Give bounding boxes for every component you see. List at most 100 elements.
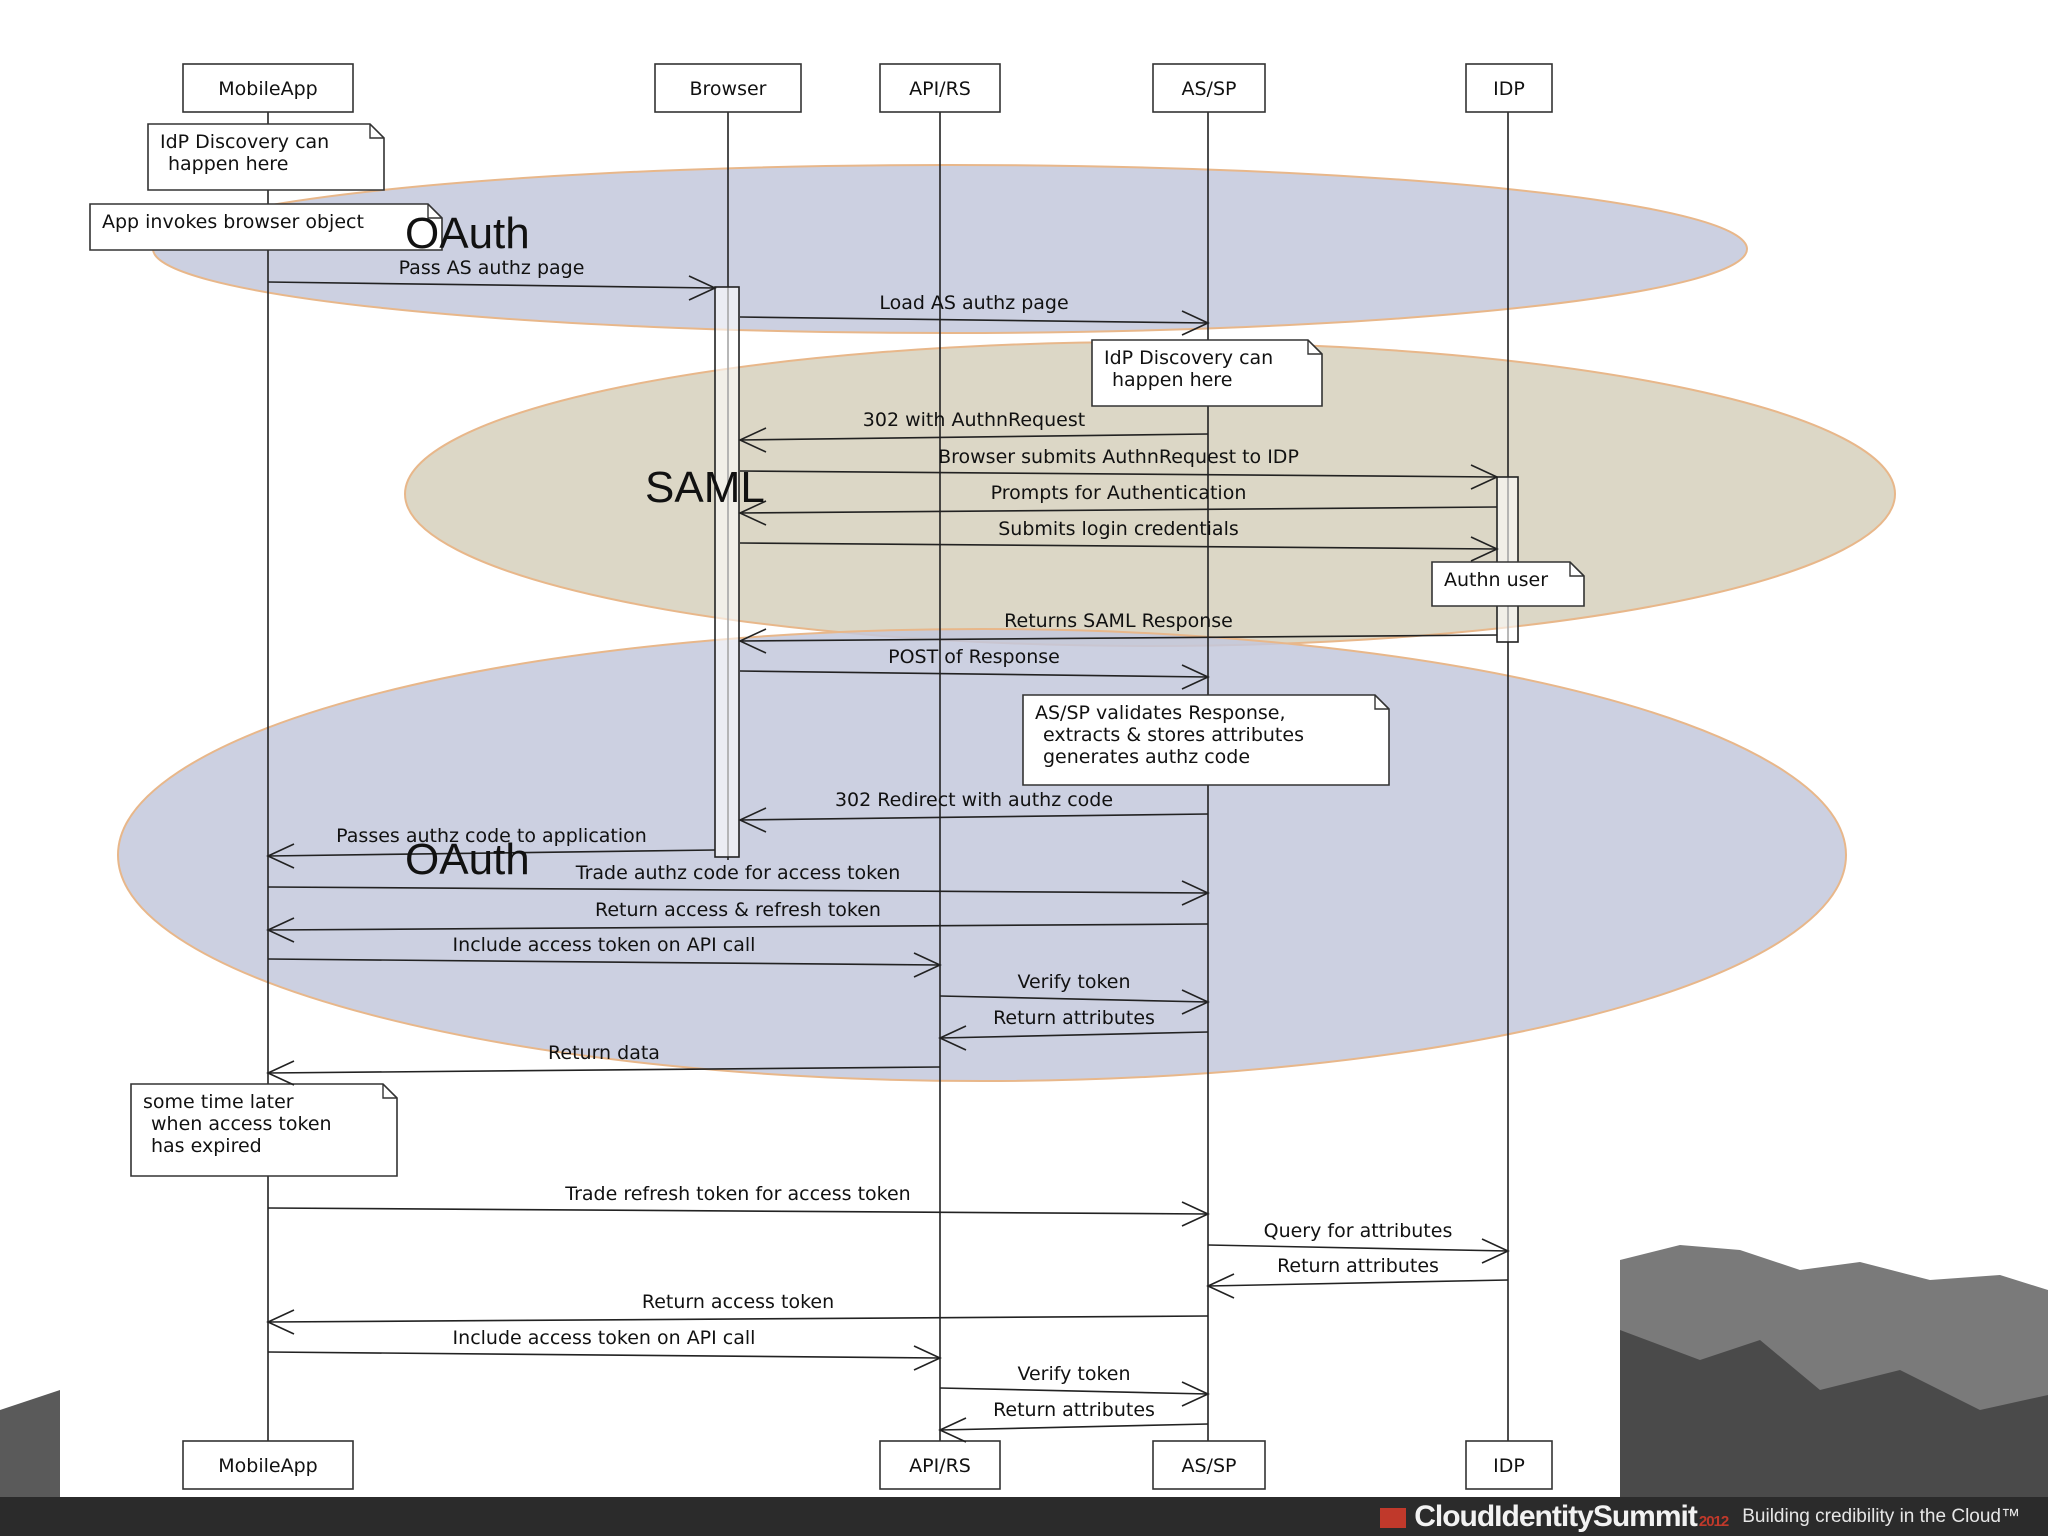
message-3-arrow bbox=[738, 427, 767, 453]
message-17-arrow bbox=[1181, 1201, 1210, 1227]
message-22-label: Verify token bbox=[1017, 1363, 1130, 1385]
participant-bottom-idp: IDP bbox=[1465, 1440, 1553, 1490]
message-20: Return access token bbox=[266, 1291, 1209, 1335]
message-3-line bbox=[739, 433, 1209, 441]
message-12: Return access & refresh token bbox=[266, 899, 1209, 943]
message-1-label: Pass AS authz page bbox=[399, 257, 585, 279]
message-1-arrow bbox=[688, 275, 717, 301]
message-8-arrow bbox=[1181, 664, 1210, 690]
message-16-line bbox=[267, 1066, 941, 1074]
note-5-line: generates authz code bbox=[1043, 746, 1250, 768]
footer-year: 2012 bbox=[1698, 1512, 1729, 1530]
participant-top-browser-label: Browser bbox=[690, 78, 767, 100]
message-22-arrow bbox=[1181, 1381, 1210, 1407]
message-14-label: Verify token bbox=[1017, 971, 1130, 993]
message-9-label: 302 Redirect with authz code bbox=[835, 789, 1113, 811]
message-2-label: Load AS authz page bbox=[879, 292, 1068, 314]
message-7-label: Returns SAML Response bbox=[1004, 610, 1233, 632]
note-1-box bbox=[147, 123, 385, 191]
message-10-label: Passes authz code to application bbox=[336, 825, 647, 847]
note-3-line: IdP Discovery can bbox=[1104, 347, 1273, 369]
message-11-line bbox=[267, 886, 1209, 894]
message-3-label: 302 with AuthnRequest bbox=[863, 409, 1085, 431]
phase-label-saml: SAML bbox=[645, 463, 765, 512]
message-19-line bbox=[1207, 1279, 1509, 1287]
note-3-box bbox=[1091, 339, 1323, 407]
participant-bottom-assp-box bbox=[1152, 1440, 1266, 1490]
message-10-arrow bbox=[266, 843, 295, 869]
message-7: Returns SAML Response bbox=[738, 610, 1498, 654]
participant-top-mobileapp: MobileApp bbox=[182, 63, 354, 113]
note-6-box bbox=[130, 1083, 398, 1177]
note-3-fold bbox=[1307, 340, 1322, 355]
logo-mark-icon bbox=[1380, 1507, 1407, 1528]
message-23-label: Return attributes bbox=[993, 1399, 1155, 1421]
participant-bottom-assp: AS/SP bbox=[1152, 1440, 1266, 1490]
message-4-label: Browser submits AuthnRequest to IDP bbox=[938, 446, 1299, 468]
note-4-fold bbox=[1569, 562, 1584, 577]
message-10-line bbox=[267, 849, 716, 857]
message-18: Query for attributes bbox=[1207, 1220, 1510, 1264]
note-6-line: has expired bbox=[151, 1135, 262, 1157]
message-18-line bbox=[1207, 1244, 1509, 1252]
message-6-arrow bbox=[1470, 536, 1499, 562]
message-21-arrow bbox=[913, 1345, 942, 1371]
message-20-arrow bbox=[266, 1309, 295, 1335]
participant-bottom-idp-box bbox=[1465, 1440, 1553, 1490]
participant-top-mobileapp-label: MobileApp bbox=[218, 78, 317, 100]
note-5: AS/SP validates Response,extracts & stor… bbox=[1022, 694, 1390, 786]
note-4-box bbox=[1431, 561, 1585, 607]
message-12-label: Return access & refresh token bbox=[595, 899, 881, 921]
note-2-fold bbox=[427, 204, 442, 219]
note-2: App invokes browser object bbox=[89, 203, 443, 251]
message-6-line bbox=[739, 542, 1498, 550]
note-1-line: happen here bbox=[168, 153, 288, 175]
message-18-label: Query for attributes bbox=[1264, 1220, 1453, 1242]
message-4-line bbox=[739, 470, 1498, 478]
note-1-line: IdP Discovery can bbox=[160, 131, 329, 153]
message-8-label: POST of Response bbox=[888, 646, 1060, 668]
participant-top-assp-label: AS/SP bbox=[1182, 78, 1237, 100]
note-5-line: extracts & stores attributes bbox=[1043, 724, 1304, 746]
message-5-arrow bbox=[738, 500, 767, 526]
message-20-label: Return access token bbox=[642, 1291, 834, 1313]
participant-bottom-mobileapp-box bbox=[182, 1440, 354, 1490]
participant-top-apirs: API/RS bbox=[879, 63, 1001, 113]
message-12-line bbox=[267, 923, 1209, 931]
message-16: Return data bbox=[266, 1042, 941, 1086]
message-21-label: Include access token on API call bbox=[453, 1327, 756, 1349]
message-1-line bbox=[267, 281, 716, 289]
note-6-fold bbox=[382, 1084, 397, 1099]
message-15-line bbox=[939, 1031, 1209, 1039]
participant-bottom-apirs-label: API/RS bbox=[909, 1455, 971, 1477]
note-5-fold bbox=[1374, 695, 1389, 710]
message-11: Trade authz code for access token bbox=[267, 862, 1210, 906]
note-6-line: some time later bbox=[143, 1091, 294, 1113]
message-4: Browser submits AuthnRequest to IDP bbox=[739, 446, 1499, 490]
participant-bottom-mobileapp: MobileApp bbox=[182, 1440, 354, 1490]
message-13: Include access token on API call bbox=[267, 934, 942, 978]
participant-bottom-assp-label: AS/SP bbox=[1182, 1455, 1237, 1477]
message-23: Return attributes bbox=[938, 1399, 1209, 1443]
message-17-label: Trade refresh token for access token bbox=[564, 1183, 910, 1205]
note-4-line: Authn user bbox=[1444, 569, 1548, 591]
phase-oauth-bottom bbox=[117, 628, 1847, 1082]
message-11-arrow bbox=[1181, 880, 1210, 906]
message-11-label: Trade authz code for access token bbox=[575, 862, 900, 884]
message-16-arrow bbox=[266, 1060, 295, 1086]
message-22: Verify token bbox=[939, 1363, 1210, 1407]
message-20-line bbox=[267, 1315, 1209, 1323]
message-23-arrow bbox=[938, 1417, 967, 1443]
message-21: Include access token on API call bbox=[267, 1327, 942, 1371]
message-18-arrow bbox=[1481, 1238, 1510, 1264]
participant-top-assp-box bbox=[1152, 63, 1266, 113]
participant-bottom-mobileapp-label: MobileApp bbox=[218, 1455, 317, 1477]
message-7-arrow bbox=[738, 628, 767, 654]
message-6-label: Submits login credentials bbox=[998, 518, 1239, 540]
participant-top-idp: IDP bbox=[1465, 63, 1553, 113]
